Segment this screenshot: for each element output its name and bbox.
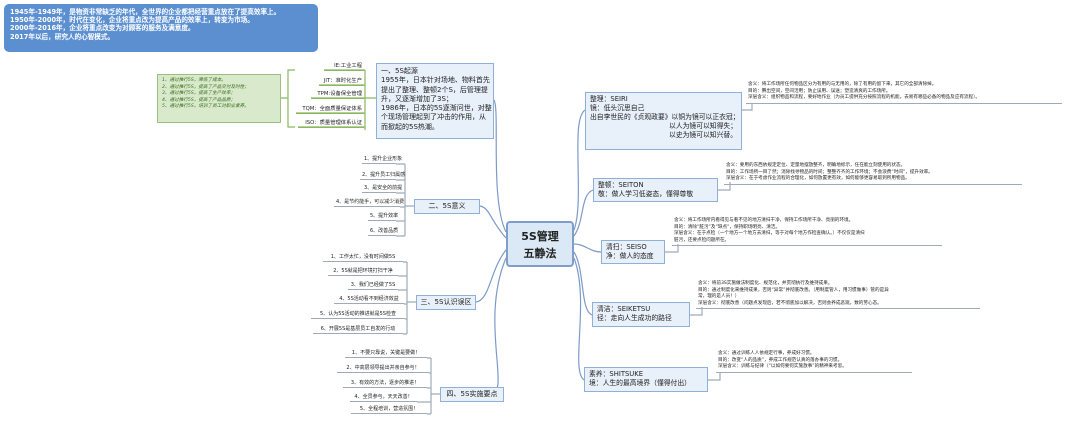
meaning-item: 2、提升员工归属感 bbox=[360, 172, 406, 180]
connector-recognition bbox=[475, 249, 507, 303]
shitsuke-title: 素养：SHITSUKE bbox=[589, 370, 644, 378]
seiso-node: 清扫：SEISO 净：做人的态度 bbox=[601, 240, 665, 264]
keypoint-item: 4、全员参与，天天改善！ bbox=[350, 393, 417, 402]
meaning-item: 5、提升效率 bbox=[368, 213, 399, 221]
history-line: 1945年-1949年，是物资非常缺乏的年代，全世界的企业都把经营重点放在了提高… bbox=[10, 8, 281, 16]
seiri-line: 以史为镜可以知兴替。 bbox=[669, 131, 737, 139]
recognition-item: 2、5S就是把环境打扫干净 bbox=[328, 267, 398, 276]
seiketsu-node: 清洁：SEIKETSU 径：走向人生成功的路径 bbox=[592, 302, 690, 327]
origin-line: 升，又逐渐增加了3S； bbox=[381, 94, 453, 103]
meaning-item: 1、提升企业形象 bbox=[362, 156, 403, 164]
history-line: 2000年-2016年，企业将重点改变为对顾客的服务及满意度。 bbox=[10, 24, 195, 33]
connector-seiketsu bbox=[573, 251, 593, 316]
connector-seiri bbox=[573, 109, 586, 231]
connector-shitsuke bbox=[573, 257, 585, 381]
seiketsu-detail: 含义：将前3S实施做法制度化、规范化，并贯彻执行及维持成果。 目的：通过制度化来… bbox=[696, 281, 980, 309]
keypoint-item: 1、不要只靠说，关键是要做！ bbox=[345, 349, 427, 358]
connector-seiso bbox=[573, 243, 602, 253]
meaning-node: 二、5S意义 bbox=[414, 199, 480, 214]
detail-line: 含义：通过训练人人依规定行事，养成好习惯。 bbox=[718, 351, 815, 356]
goal-item: 2、通过推行5S，提高了产品交付及时性； bbox=[162, 84, 249, 90]
seiketsu-title: 清洁：SEIKETSU bbox=[597, 305, 651, 313]
shitsuke-detail: 含义：通过训练人人依规定行事，养成好习惯。 目的：改变“人的品质”，养成工作规范… bbox=[716, 351, 912, 373]
seiri-line: 以人为镜可以知得失； bbox=[669, 122, 737, 130]
recognition-node: 三、5S认识误区 bbox=[416, 295, 476, 310]
recognition-item: 5、认为5S活动的推进就是5S检查 bbox=[311, 310, 405, 319]
origin-title: 一、5S起源 bbox=[381, 67, 418, 75]
seiton-title: 整顿：SEITON bbox=[598, 181, 644, 189]
connector-tools bbox=[364, 70, 376, 130]
recognition-item: 3、我们已经做了5S bbox=[348, 281, 398, 290]
origin-line: 提出了整理、整顿2个S，后管理提 bbox=[381, 85, 488, 94]
seiri-detail: 含义：将工作场所任何物品区分为有用的与无用的，除了有用的留下来，其它的全部清除掉… bbox=[746, 82, 1062, 104]
keypoint-item: 5、全程培训，营造氛围！ bbox=[351, 405, 427, 414]
tool-item-tpm: TPM:设备保全管理 bbox=[311, 90, 364, 99]
center-subtitle: 五静法 bbox=[523, 247, 557, 260]
meaning-item: 4、是节约能手，可以减少消费 bbox=[334, 199, 405, 207]
detail-line: 含义：将工作场所内看得见与看不见的地方清扫干净，保持工作场所干净、亮丽的环境。 bbox=[674, 218, 854, 223]
detail-line: 深层含义：在于考虑作业流程的合理化，如何放置更有效，如何能够更容易取到所用物品。 bbox=[726, 176, 910, 182]
origin-line: 1955年，日本针对场地、物料首先 bbox=[381, 76, 490, 85]
seiri-line: 出自李世民的《贞观政要》以铜为镜可以正衣冠； bbox=[590, 113, 740, 121]
seiri-node: 整理：SEIRI 镜：低头沉思自己 出自李世民的《贞观政要》以铜为镜可以正衣冠；… bbox=[585, 92, 742, 150]
history-line: 1950年-2000年，时代在变化，企业将重点改为提高产品的效率上，转变为市场。 bbox=[10, 16, 254, 25]
detail-line: 含义：将前3S实施做法制度化、规范化，并贯彻执行及维持成果。 bbox=[698, 281, 833, 286]
keypoint-item: 2、中高层领导提出并亲自参与！ bbox=[337, 364, 429, 373]
detail-line: 脏污，还要点检问题所在。 bbox=[674, 237, 730, 243]
detail-line: 目的：改变“人的品质”，养成工作规范认真的落办事的习惯。 bbox=[718, 357, 843, 363]
detail-line: 深层含义：组织物品和流程，要好地作业（为员工提供充分按照流程的机能，去易有哪些必… bbox=[748, 95, 980, 101]
keypoints-node: 四、5S实施要点 bbox=[440, 387, 504, 402]
origin-line: 而掀起的5S热潮。 bbox=[381, 122, 439, 131]
detail-line: 深层含义：在于点检（一个地方一个地方去清扫，等于对每个地方作检查确认。）不仅仅是… bbox=[674, 231, 865, 237]
recognition-item: 6、开展5S是基层员工自发的行动 bbox=[313, 325, 403, 334]
history-panel: 1945年-1949年，是物资非常缺乏的年代，全世界的企业都把经营重点放在了提高… bbox=[4, 4, 318, 52]
goal-item: 5、通过推行5S，培训了员工对职业素养。 bbox=[162, 104, 249, 110]
seiri-title: 整理：SEIRI bbox=[590, 95, 628, 103]
detail-line: 含义：将工作场所任何物品区分为有用的与无用的，除了有用的留下来，其它的全部清除掉… bbox=[748, 82, 937, 87]
tool-item-iso: ISO：质量管理体系认证 bbox=[298, 119, 364, 128]
detail-line: 含义：要用的东西依规定定位、定量地摆放整齐，明确地标示，任在能立刻使用的状态。 bbox=[726, 163, 906, 168]
seiton-line: 敬：做人学习低姿态，懂得尊敬 bbox=[598, 190, 694, 198]
meaning-item: 6、改善品质 bbox=[368, 228, 399, 236]
connector-seiton bbox=[573, 189, 594, 237]
detail-line: 目的：清除“脏污”及“缺点”，保持职场明亮、清洁。 bbox=[674, 224, 780, 230]
connector-origin bbox=[493, 99, 507, 233]
connector-meaning bbox=[479, 205, 507, 239]
detail-line: 目的：工作场所一目了然；消除找寻物品的时间；整整齐齐的工作环境；不会浪费“时间”… bbox=[726, 169, 933, 175]
seiton-node: 整顿：SEITON 敬：做人学习低姿态，懂得尊敬 bbox=[593, 178, 718, 202]
connector-goals-bracket bbox=[281, 69, 295, 128]
detail-line: 常，理的是人员！） bbox=[698, 294, 740, 300]
recognition-item: 4、5S活动看不到经济效益 bbox=[334, 295, 404, 304]
origin-line: 1986年，日本的5S逐渐问世，对整 bbox=[381, 104, 492, 113]
seiso-title: 清扫：SEISO bbox=[606, 243, 647, 251]
seiketsu-line: 径：走向人生成功的路径 bbox=[597, 314, 672, 322]
history-line: 2017年以后，研究人的心智模式。 bbox=[10, 32, 115, 41]
connector-keypoints bbox=[491, 257, 507, 395]
origin-node: 一、5S起源 1955年，日本针对场地、物料首先 提出了整理、整顿2个S，后管理… bbox=[376, 63, 494, 139]
goal-item: 3、通过推行5S，提高了生产效率； bbox=[162, 91, 236, 97]
shitsuke-node: 素养：SHITSUKE 境：人生的最高境界（懂得付出） bbox=[584, 367, 708, 392]
origin-line: 个现场管理起到了冲击的作用，从 bbox=[381, 113, 486, 122]
seiton-detail: 含义：要用的东西依规定定位、定量地摆放整齐，明确地标示，任在能立刻使用的状态。 … bbox=[724, 163, 1022, 185]
seiso-detail: 含义：将工作场所内看得见与看不见的地方清扫干净，保持工作场所干净、亮丽的环境。 … bbox=[672, 218, 942, 246]
tool-item-jit: JIT：准时化生产 bbox=[319, 77, 364, 86]
detail-line: 深层含义：彻底改善（问题点发现后，若不彻底加以解决，否则会养成恶观，数的劳心态。 bbox=[698, 300, 882, 306]
keypoint-item: 3、有效的方法，逐步的推进！ bbox=[343, 379, 427, 388]
center-node: 5S管理 五静法 bbox=[506, 221, 574, 267]
meaning-item: 3、是安全的前提 bbox=[362, 185, 403, 193]
recognition-item: 1、工作太忙，没有时间做5S bbox=[323, 253, 403, 262]
tool-item-tqm: TQM：全面质量保证体系 bbox=[296, 105, 364, 114]
seiso-line: 净：做人的态度 bbox=[606, 252, 654, 260]
goal-item: 4、通过推行5S，提高了产品品质； bbox=[162, 97, 236, 103]
detail-line: 深层含义：训练与纪律（“以如何要何实施放事”的精神来考思。 bbox=[718, 364, 847, 370]
seiri-line: 镜：低头沉思自己 bbox=[590, 104, 645, 112]
detail-line: 目的：腾出空间，空间活用；防止误用、误送；塑造清爽的工作场所。 bbox=[748, 88, 891, 94]
center-title: 5S管理 bbox=[521, 230, 559, 243]
goals-box: 1、通过推行5S，降低了成本。 2、通过推行5S，提高了产品交付及时性； 3、通… bbox=[157, 74, 281, 123]
tool-item-ie: IE:工业工程 bbox=[324, 62, 364, 71]
shitsuke-line: 境：人生的最高境界（懂得付出） bbox=[589, 379, 691, 387]
detail-line: 目的：通过制度化来维持成果，否则“异常”并彻底改善。（用制度管人，用习惯做事）管… bbox=[698, 287, 889, 293]
goal-item: 1、通过推行5S，降低了成本。 bbox=[162, 78, 226, 83]
